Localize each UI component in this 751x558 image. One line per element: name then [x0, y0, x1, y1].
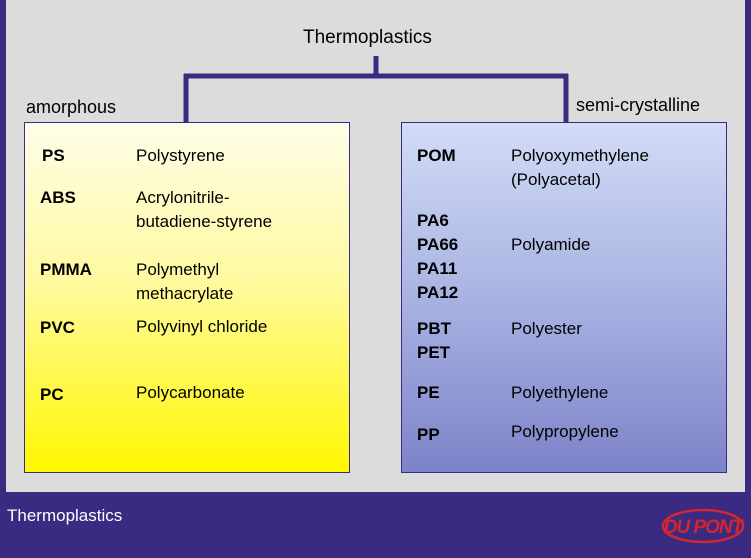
dupont-oval-logo-icon: DU PONT	[661, 508, 745, 544]
abbr-pet: PET	[417, 343, 451, 362]
abbr-pa6: PA6	[417, 211, 449, 230]
name-abs: Acrylonitrile- butadiene-styrene	[136, 188, 273, 231]
abbr-abs: ABS	[40, 188, 76, 207]
name-polyester: Polyester	[511, 319, 582, 338]
abbr-pa11: PA11	[417, 259, 458, 278]
amorphous-box: PS Polystyrene ABS Acrylonitrile- butadi…	[24, 122, 350, 473]
category-label-semi-crystalline: semi-crystalline	[576, 95, 701, 115]
root-title: Thermoplastics	[303, 27, 432, 48]
abbr-ps: PS	[42, 146, 65, 165]
name-pc: Polycarbonate	[136, 383, 245, 402]
category-label-amorphous: amorphous	[26, 97, 117, 117]
name-pom: Polyoxymethylene (Polyacetal)	[511, 146, 649, 189]
abbr-pbt: PBT	[417, 319, 451, 338]
semi-crystalline-box: POM Polyoxymethylene (Polyacetal) PA6 PA…	[401, 122, 727, 473]
abbr-pp: PP	[417, 425, 440, 444]
abbr-pom: POM	[417, 146, 456, 165]
name-polyethylene: Polyethylene	[511, 383, 609, 402]
name-polypropylene: Polypropylene	[511, 422, 619, 441]
abbr-pe: PE	[417, 383, 440, 402]
name-pmma: Polymethyl methacrylate	[136, 260, 234, 303]
footer-caption: Thermoplastics	[7, 506, 123, 525]
abbr-pmma: PMMA	[40, 260, 92, 279]
name-polyamide: Polyamide	[511, 235, 591, 254]
name-pvc: Polyvinyl chloride	[136, 317, 268, 336]
logo-text: DU PONT	[664, 517, 745, 538]
abbr-pa66: PA66	[417, 235, 459, 254]
abbr-pc: PC	[40, 385, 64, 404]
abbr-pvc: PVC	[40, 318, 75, 337]
abbr-pa12: PA12	[417, 283, 459, 302]
name-polystyrene: Polystyrene	[136, 146, 225, 165]
